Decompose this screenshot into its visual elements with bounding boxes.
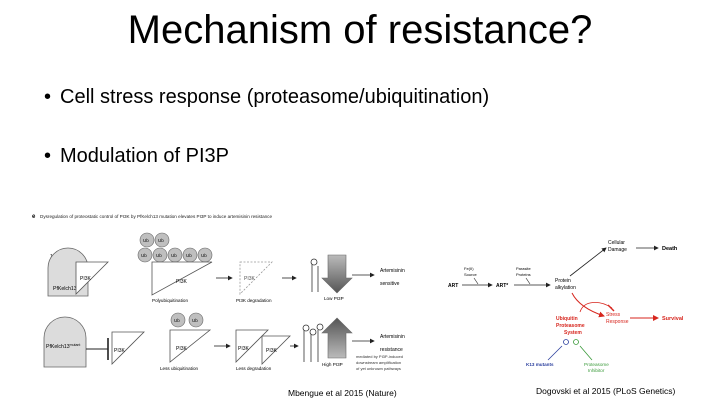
pi3k-triangle xyxy=(111,331,145,365)
k13-marker xyxy=(563,339,569,345)
pi3k-label: PI3K xyxy=(266,348,278,354)
parasite-line1: Parasite xyxy=(516,266,531,271)
high-pi3p-arrow xyxy=(321,317,353,359)
ub-label: Ub xyxy=(192,318,198,323)
pi3k-triangle xyxy=(235,329,269,363)
figure-caption: Dysregulation of proteostatic control of… xyxy=(40,214,272,219)
heme-line2: Source xyxy=(464,272,477,277)
parasite-line2: Proteins xyxy=(516,272,531,277)
death-label: Death xyxy=(662,246,678,252)
inhibitor-line2: Inhibitor xyxy=(588,368,605,373)
outcome-sensitive-line1: Artemisinin xyxy=(380,268,405,274)
pi3k-triangle xyxy=(75,261,109,295)
ub-label: Ub xyxy=(158,238,164,243)
parasite-connector xyxy=(525,277,531,285)
ub-label: Ub xyxy=(141,253,147,258)
bullet-text: Modulation of PI3P xyxy=(60,145,229,167)
label-less-degradation: Less degradation xyxy=(236,366,272,371)
k13-connector xyxy=(547,345,563,361)
outcome-resistance-line1: Artemisinin xyxy=(380,334,405,340)
label-high-pi3p: High PI3P xyxy=(322,362,343,367)
ups-line2: Proteasome xyxy=(556,323,585,329)
pi3k-label: PI3K xyxy=(114,348,126,354)
citation-mbengue: Mbengue et al 2015 (Nature) xyxy=(288,388,397,398)
stress-line2: Response xyxy=(606,319,629,325)
ub-cluster-row2: Ub Ub xyxy=(170,312,204,328)
bullet-pi3p: • Modulation of PI3P xyxy=(44,143,229,169)
label-polyubiquitination: Polyubiquitination xyxy=(152,298,188,303)
inhibitor-line1: Proteasome xyxy=(584,362,609,367)
ub-label: Ub xyxy=(201,253,207,258)
pi3k-triangle xyxy=(261,335,291,365)
pi3p-lipid-low xyxy=(310,258,319,292)
figure-right: ART Fe(II) Source ART* Parasite Proteins… xyxy=(448,240,684,373)
ub-label: Ub xyxy=(171,253,177,258)
mechanism-note-line2: downstream amplification xyxy=(356,360,401,365)
bullet-dot: • xyxy=(44,86,52,108)
panel-letter: e xyxy=(32,214,36,220)
mechanism-note-line1: mediated by PI3P-induced xyxy=(356,354,403,359)
stress-line1: Stress xyxy=(606,312,621,318)
heme-line1: Fe(II) xyxy=(464,266,474,271)
ups-inhibit-bar xyxy=(607,304,615,312)
art-label: ART xyxy=(448,283,458,289)
outcome-resistance-line2: resistance xyxy=(380,347,403,353)
ups-line3: System xyxy=(564,330,582,336)
outcome-sensitive-line2: sensitive xyxy=(380,281,400,287)
pi3k-label: PI3K xyxy=(176,346,188,352)
ub-label: Ub xyxy=(143,238,149,243)
label-low-pi3p: Low PI3P xyxy=(324,296,344,301)
survival-label: Survival xyxy=(662,316,684,322)
kelch13-mutant-label: PfKelch13mutant xyxy=(46,343,80,350)
arrow-to-damage xyxy=(569,247,607,277)
arrow-to-stress-response xyxy=(571,292,605,318)
ub-label: Ub xyxy=(186,253,192,258)
pi3k-label: PI3K xyxy=(176,279,188,285)
citation-dogovski: Dogovski et al 2015 (PLoS Genetics) xyxy=(536,386,676,396)
inhibitor-connector xyxy=(579,345,593,361)
damage-line2: Damage xyxy=(608,247,627,253)
pi3k-less-ub-triangle xyxy=(169,329,212,363)
pi3k-label: PI3K xyxy=(238,346,250,352)
alkylation-line1: Protein xyxy=(555,278,571,284)
damage-line1: Cellular xyxy=(608,240,625,246)
ub-label: Ub xyxy=(156,253,162,258)
ub-label: Ub xyxy=(174,318,180,323)
heme-connector xyxy=(473,277,479,285)
k13-label: K13 mutants xyxy=(526,362,554,367)
pi3p-lipid-high xyxy=(302,323,324,362)
pi3k-degraded-triangle xyxy=(239,261,273,295)
inhibitor-marker xyxy=(573,339,579,345)
slide-title: Mechanism of resistance? xyxy=(127,8,593,52)
ups-line1: Ubiquitin xyxy=(556,316,578,322)
bullet-cell-stress: • Cell stress response (proteasome/ubiqui… xyxy=(44,84,489,110)
bullet-text: Cell stress response (proteasome/ubiquit… xyxy=(60,86,490,108)
bullet-dot: • xyxy=(44,145,52,167)
label-less-ubiquitination: Less ubiquitination xyxy=(160,366,198,371)
pi3k-polyub-triangle xyxy=(151,261,213,296)
art-star-label: ART* xyxy=(496,283,508,289)
mechanism-note-line3: of yet unknown pathways xyxy=(356,366,401,371)
label-pi3k-degradation: PI3K degradation xyxy=(236,298,272,303)
figure-left: e Dysregulation of proteostatic control … xyxy=(32,214,405,371)
kelch13-mutant-shape xyxy=(43,316,87,368)
low-pi3p-arrow xyxy=(321,254,353,294)
pi3k-label: PI3K xyxy=(80,276,92,282)
alkylation-line2: alkylation xyxy=(555,285,576,291)
pi3k-label: PI3K xyxy=(244,276,256,282)
ub-cluster-row1: Ub Ub Ub Ub Ub Ub Ub xyxy=(137,232,213,263)
